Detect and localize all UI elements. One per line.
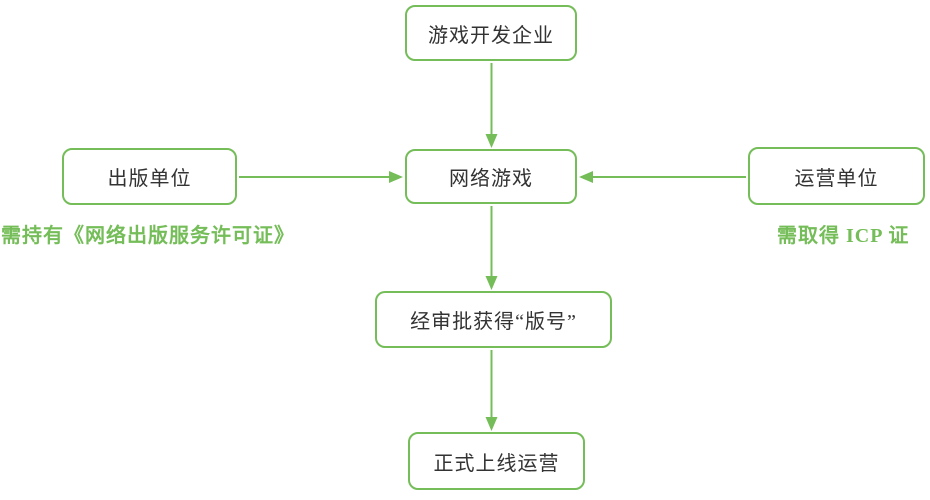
node-operating-unit: 运营单位: [748, 147, 925, 205]
node-official-launch: 正式上线运营: [408, 432, 585, 490]
node-official-launch-label: 正式上线运营: [433, 452, 560, 475]
annotation-publisher-license: 需持有《网络出版服务许可证》: [1, 225, 295, 247]
annotation-operator-icp: 需取得 ICP 证: [777, 225, 910, 247]
node-online-game-label: 网络游戏: [449, 168, 533, 190]
node-online-game: 网络游戏: [405, 149, 577, 204]
node-game-dev-enterprise: 游戏开发企业: [405, 5, 577, 61]
node-operating-unit-label: 运营单位: [794, 167, 879, 190]
node-game-dev-enterprise-label: 游戏开发企业: [428, 24, 554, 47]
node-publishing-unit: 出版单位: [62, 148, 237, 205]
node-approval-version-number: 经审批获得“版号”: [375, 291, 612, 348]
node-publishing-unit-label: 出版单位: [107, 168, 192, 190]
node-approval-version-number-label: 经审批获得“版号”: [410, 311, 577, 333]
